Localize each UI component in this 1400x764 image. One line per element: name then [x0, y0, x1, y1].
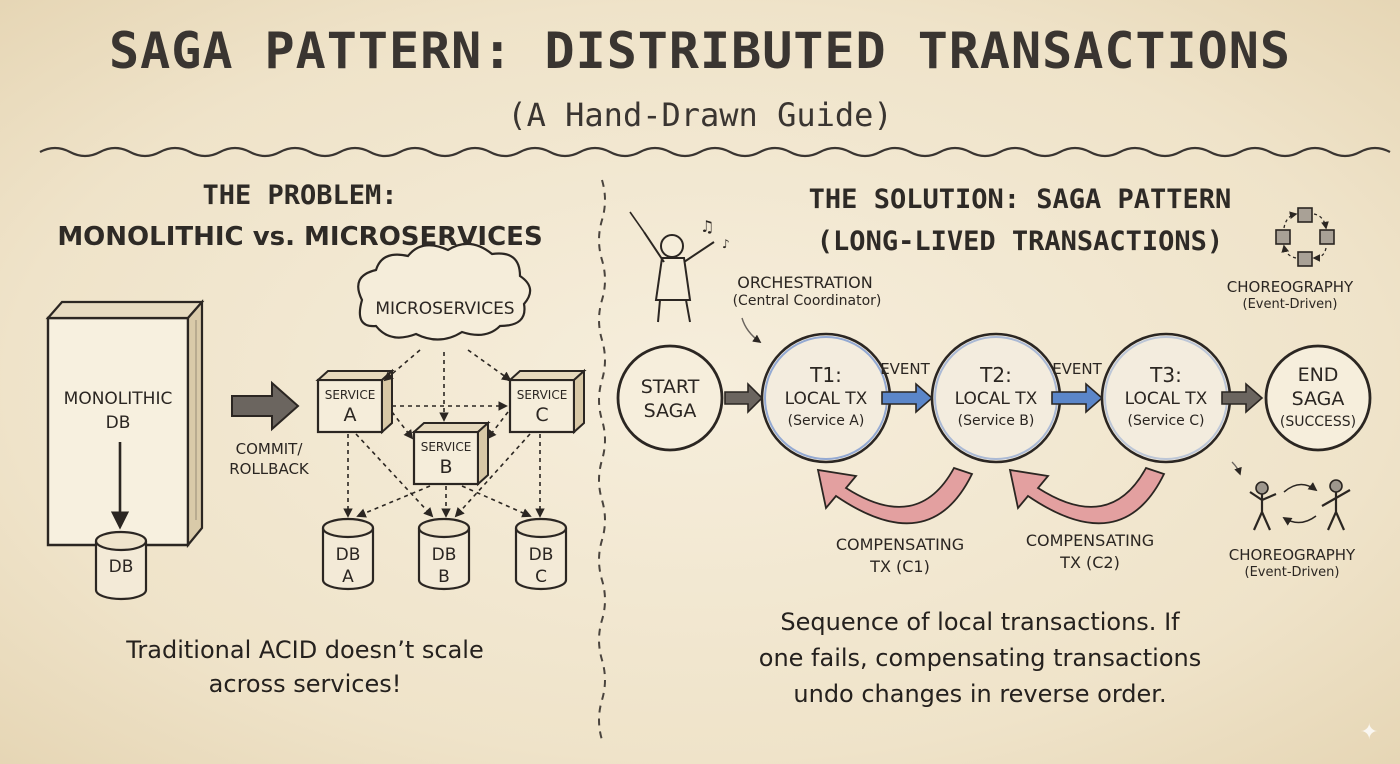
- title-underline: [39, 146, 1391, 158]
- service-c-name: C: [535, 404, 549, 426]
- db-cylinder-c: [514, 517, 568, 591]
- db-label: DB: [108, 557, 134, 577]
- arrow-t1-t2: [881, 382, 934, 414]
- monolith-box: [45, 299, 205, 549]
- orchestration-label: ORCHESTRATION: [737, 273, 873, 292]
- choreography-bottom-label: CHOREOGRAPHY: [1228, 546, 1356, 564]
- svg-text:♪: ♪: [722, 237, 730, 251]
- problem-footer-line2: across services!: [208, 670, 402, 698]
- service-c-top: SERVICE: [516, 388, 568, 402]
- monolith-label: MONOLITHIC: [63, 389, 173, 409]
- orchestration-sublabel: (Central Coordinator): [732, 293, 882, 309]
- event-label-1: EVENT: [880, 360, 930, 378]
- rollback-label: ROLLBACK: [229, 460, 309, 478]
- solution-footer-line2: one fails, compensating transactions: [758, 644, 1202, 672]
- db-b-top: DB: [431, 545, 457, 565]
- t1-service: (Service A): [787, 413, 865, 429]
- problem-footer-line1: Traditional ACID doesn’t scale: [126, 636, 484, 664]
- end-saga-success: (SUCCESS): [1279, 414, 1357, 430]
- db-cylinder-b: [417, 517, 471, 591]
- conductor-icon: ♫ ♪: [629, 211, 730, 323]
- start-saga-line2: SAGA: [643, 400, 697, 422]
- t2-local-tx: LOCAL TX: [954, 389, 1038, 409]
- sparkle-icon: ✦: [1360, 720, 1379, 745]
- service-cube-b: [411, 420, 491, 487]
- commit-label: COMMIT/: [235, 440, 303, 458]
- solution-subheading: (LONG-LIVED TRANSACTIONS): [816, 226, 1224, 257]
- microservices-cloud: [357, 242, 532, 341]
- choreography-top-label: CHOREOGRAPHY: [1226, 278, 1354, 296]
- db-a-name: A: [342, 567, 354, 587]
- service-a-top: SERVICE: [324, 388, 376, 402]
- start-saga-line1: START: [640, 376, 700, 398]
- compensating-c2-line2: TX (C2): [1060, 553, 1120, 572]
- compensating-arrow-c1: [816, 466, 974, 525]
- service-a-name: A: [343, 404, 357, 426]
- svg-text:♫: ♫: [700, 217, 714, 236]
- compensating-c1-line2: TX (C1): [870, 557, 930, 576]
- service-cube-c: [507, 368, 587, 435]
- service-b-top: SERVICE: [420, 440, 472, 454]
- solution-heading: THE SOLUTION: SAGA PATTERN: [808, 184, 1232, 215]
- page-subtitle: (A Hand-Drawn Guide): [507, 96, 893, 134]
- db-a-top: DB: [335, 545, 361, 565]
- t2-title: T2:: [980, 363, 1012, 387]
- step-circle-t3: [1100, 332, 1232, 464]
- arrow-t3-end: [1221, 382, 1264, 414]
- db-c-top: DB: [528, 545, 554, 565]
- service-cube-a: [315, 368, 395, 435]
- choreography-bottom-sublabel: (Event-Driven): [1244, 565, 1340, 580]
- arrow-t2-t3: [1051, 382, 1104, 414]
- compensating-arrow-c2: [1008, 466, 1166, 525]
- t2-service: (Service B): [957, 413, 1035, 429]
- dancers-icon: [1249, 479, 1351, 531]
- t3-title: T3:: [1150, 363, 1182, 387]
- solution-footer-line1: Sequence of local transactions. If: [780, 608, 1180, 636]
- end-saga-line2: SAGA: [1291, 388, 1345, 410]
- page-title: SAGA PATTERN: DISTRIBUTED TRANSACTIONS: [109, 22, 1291, 80]
- end-saga-line1: END: [1297, 364, 1339, 386]
- choreography-cycle-icon: [1275, 207, 1335, 267]
- t1-local-tx: LOCAL TX: [784, 389, 868, 409]
- t3-local-tx: LOCAL TX: [1124, 389, 1208, 409]
- solution-footer-line3: undo changes in reverse order.: [793, 680, 1167, 708]
- t1-title: T1:: [810, 363, 842, 387]
- t3-service: (Service C): [1127, 413, 1205, 429]
- problem-heading: THE PROBLEM:: [202, 180, 398, 211]
- choreography-top-sublabel: (Event-Driven): [1242, 297, 1338, 312]
- service-b-name: B: [439, 456, 453, 478]
- monolith-db-label: DB: [105, 413, 131, 433]
- end-saga-circle: [1264, 344, 1372, 452]
- arrow-start-t1: [724, 382, 764, 414]
- db-b-name: B: [438, 567, 450, 587]
- event-label-2: EVENT: [1052, 360, 1102, 378]
- db-cylinder-monolith: [94, 530, 148, 601]
- column-divider: [598, 179, 606, 741]
- db-c-name: C: [535, 567, 547, 587]
- compensating-c1-line1: COMPENSATING: [835, 535, 965, 554]
- cloud-label: MICROSERVICES: [375, 299, 515, 319]
- compensating-c2-line1: COMPENSATING: [1025, 531, 1155, 550]
- db-cylinder-a: [321, 517, 375, 591]
- problem-subheading: MONOLITHIC vs. MICROSERVICES: [57, 222, 543, 252]
- start-saga-circle: [616, 344, 724, 452]
- commit-rollback-arrow: [231, 380, 300, 432]
